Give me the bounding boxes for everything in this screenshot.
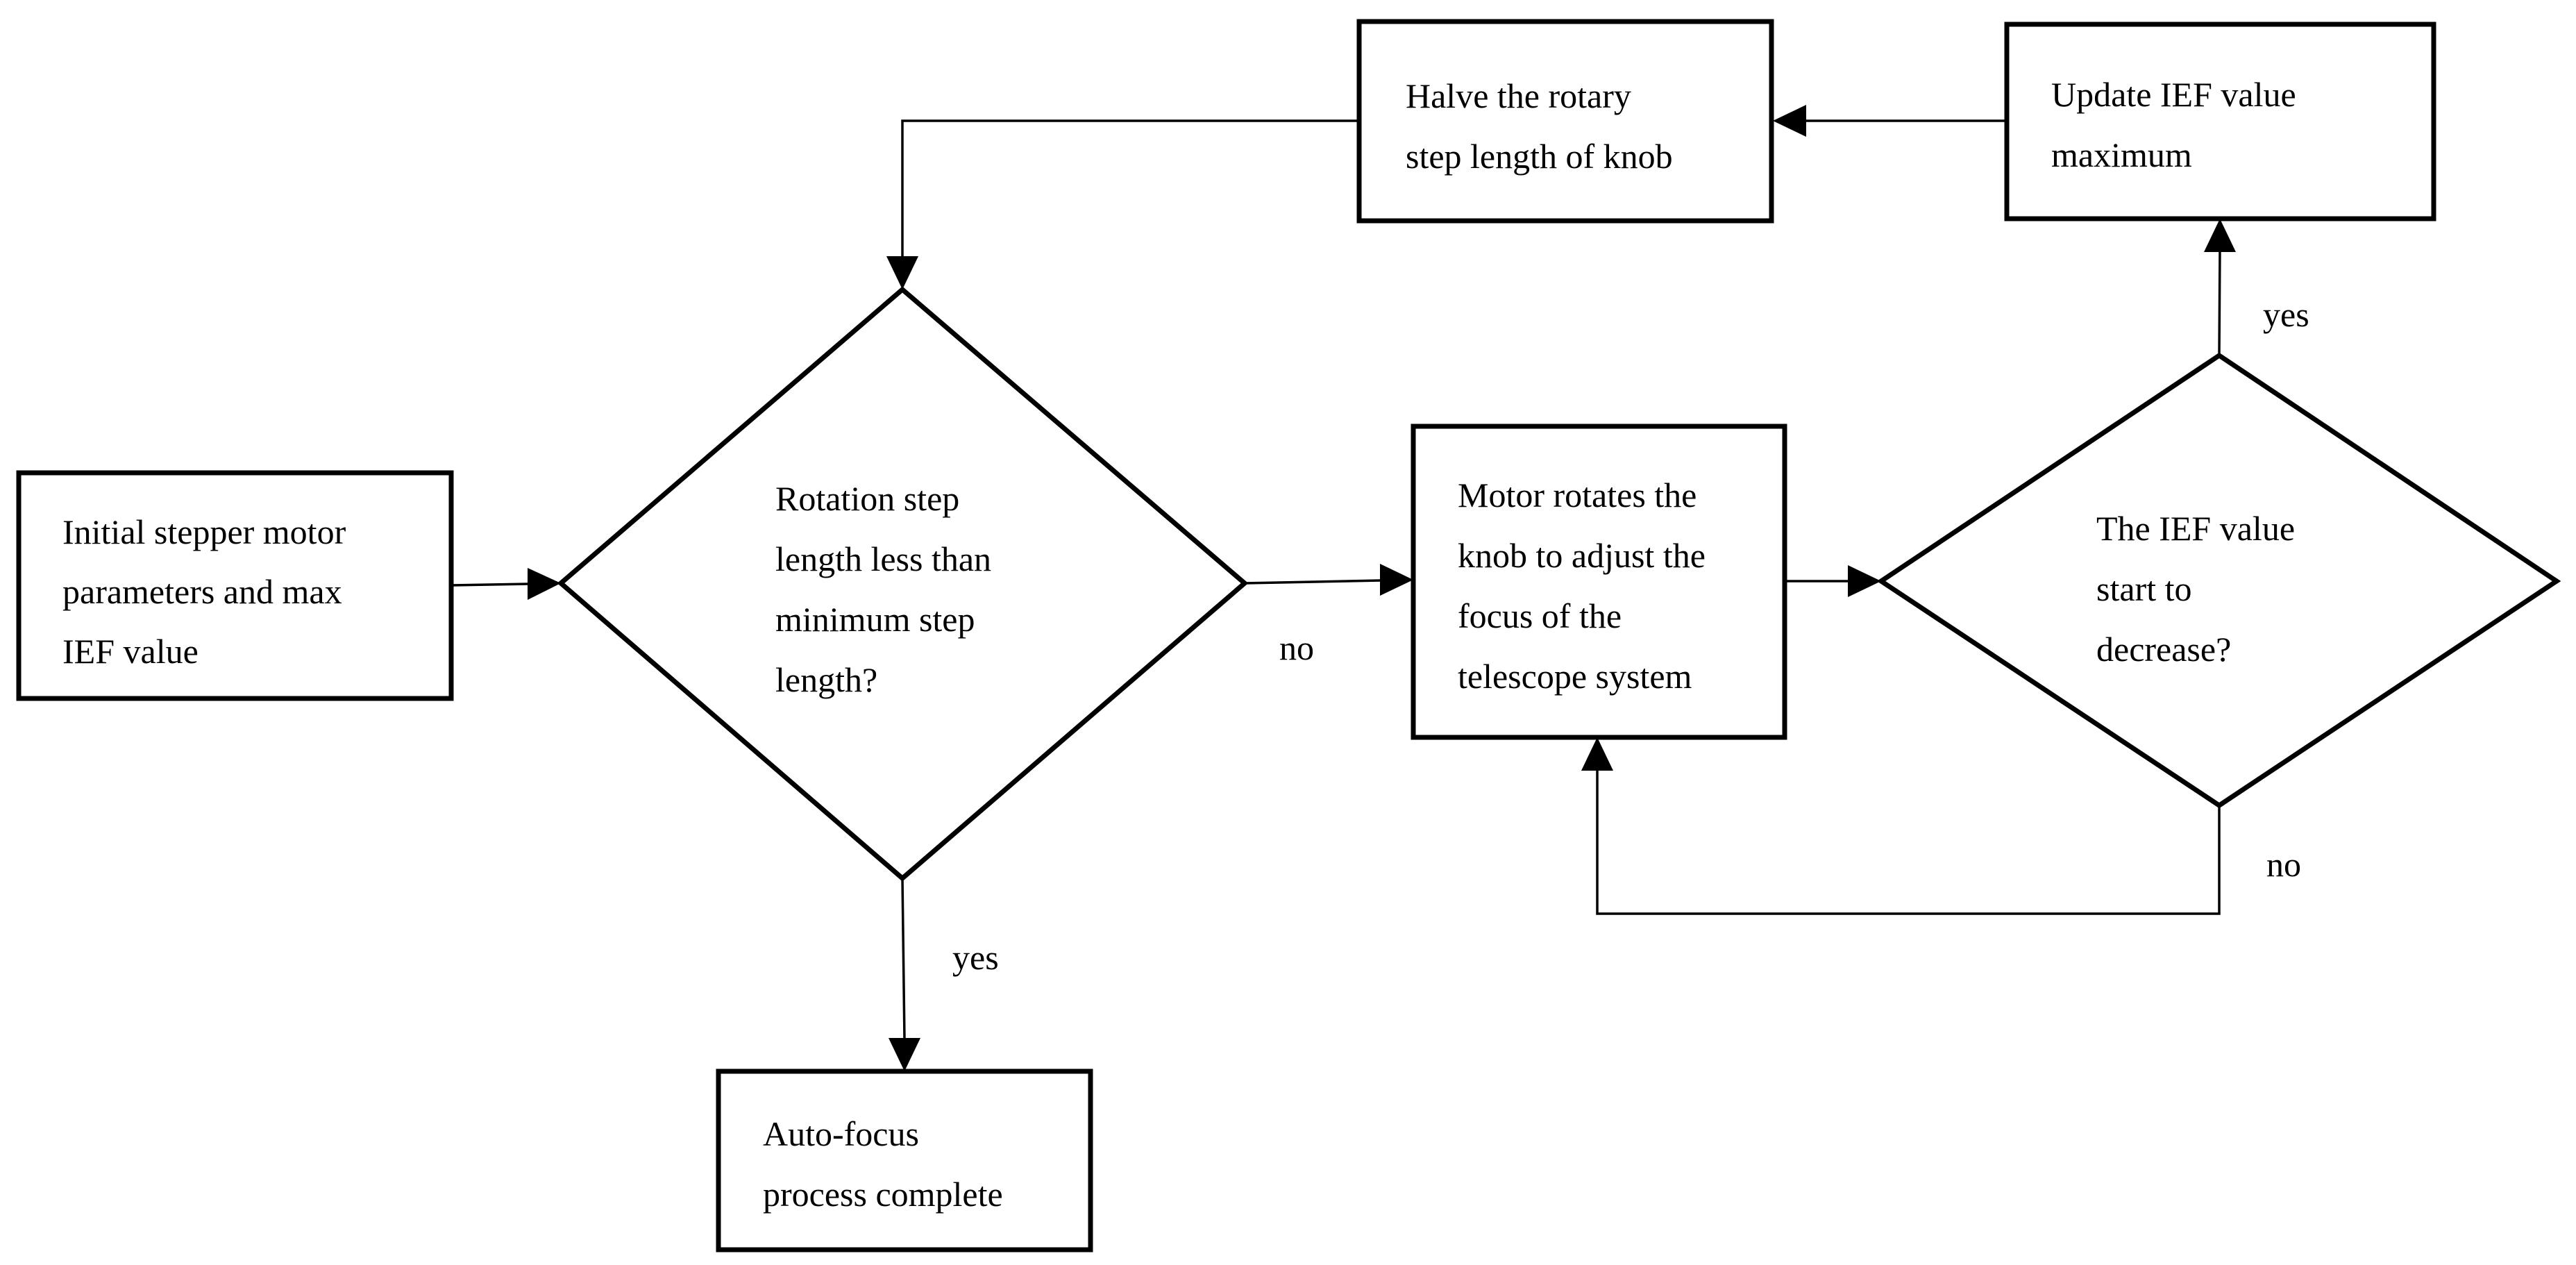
text-line: process complete xyxy=(763,1175,1003,1214)
text-line: telescope system xyxy=(1458,657,1692,696)
text-line: Update IEF value xyxy=(2051,75,2296,114)
text-line: Auto-focus xyxy=(763,1114,919,1153)
text-line: Motor rotates the xyxy=(1458,476,1697,514)
arrowhead-motor-left xyxy=(1380,564,1413,596)
arrow-init-to-check-step xyxy=(451,583,530,587)
connectors xyxy=(451,105,2236,1071)
text-line: minimum step xyxy=(775,600,975,639)
decision-rotation-step: Rotation step length less than minimum s… xyxy=(557,286,1249,882)
arrowhead-check-ief-left xyxy=(1848,565,1881,597)
text-line: parameters and max xyxy=(62,572,342,611)
text-line: decrease? xyxy=(2096,630,2231,669)
edge-label-step-yes: yes xyxy=(952,938,999,977)
node-autofocus-complete-text: Auto-focus process complete xyxy=(763,1114,1003,1214)
text-line: IEF value xyxy=(62,632,199,671)
decision-ief-decrease: The IEF value start to decrease? xyxy=(1876,352,2561,809)
arrowhead-motor-bottom xyxy=(1581,737,1613,771)
decision-rotation-step-text: Rotation step length less than minimum s… xyxy=(775,479,1000,699)
arrow-check-ief-loop-to-motor xyxy=(1596,769,2221,915)
node-initial-parameters-text: Initial stepper motor parameters and max… xyxy=(62,512,355,671)
arrow-halve-to-check-step xyxy=(901,119,1359,258)
node-initial-parameters: Initial stepper motor parameters and max… xyxy=(16,470,454,701)
text-line: step length of knob xyxy=(1406,137,1673,176)
edge-label-step-no: no xyxy=(1279,628,1314,667)
text-line: length less than xyxy=(775,539,991,578)
decision-ief-decrease-text: The IEF value start to decrease? xyxy=(2096,509,2304,669)
node-update-ief-max: Update IEF value maximum xyxy=(2004,22,2436,221)
node-halve-step-text: Halve the rotary step length of knob xyxy=(1406,76,1673,176)
node-motor-rotates-text: Motor rotates the knob to adjust the foc… xyxy=(1458,476,1714,696)
arrow-check-step-to-complete xyxy=(901,878,906,1040)
arrowhead-update-bottom xyxy=(2204,219,2236,252)
text-line: length? xyxy=(775,660,877,699)
arrow-check-step-to-motor xyxy=(1244,579,1382,585)
decision-rotation-step-diamond xyxy=(557,286,1249,882)
node-motor-rotates: Motor rotates the knob to adjust the foc… xyxy=(1411,424,1787,740)
node-initial-parameters-box xyxy=(16,470,454,701)
arrowhead-check-step-top xyxy=(886,256,918,290)
text-line: start to xyxy=(2096,569,2191,608)
arrowhead-halve-right xyxy=(1773,105,1806,137)
node-update-ief-max-text: Update IEF value maximum xyxy=(2051,75,2305,174)
node-halve-step: Halve the rotary step length of knob xyxy=(1356,19,1774,224)
text-line: knob to adjust the xyxy=(1458,536,1706,575)
text-line: focus of the xyxy=(1458,596,1622,635)
text-line: The IEF value xyxy=(2096,509,2295,548)
node-autofocus-complete-box xyxy=(716,1069,1093,1253)
arrowhead-complete-top xyxy=(889,1038,920,1071)
node-update-ief-max-box xyxy=(2004,22,2436,221)
edge-label-ief-no: no xyxy=(2266,845,2301,884)
node-autofocus-complete: Auto-focus process complete xyxy=(716,1069,1093,1253)
text-line: Halve the rotary xyxy=(1406,76,1631,115)
edge-label-ief-yes: yes xyxy=(2263,295,2309,334)
arrow-check-ief-to-update xyxy=(2218,248,2221,356)
decision-ief-decrease-diamond xyxy=(1876,352,2561,809)
node-motor-rotates-box xyxy=(1411,424,1787,740)
text-line: Initial stepper motor xyxy=(62,512,346,551)
arrowhead-check-step-left xyxy=(528,568,561,600)
text-line: Rotation step xyxy=(775,479,959,518)
text-line: maximum xyxy=(2051,135,2192,174)
node-halve-step-box xyxy=(1356,19,1774,224)
